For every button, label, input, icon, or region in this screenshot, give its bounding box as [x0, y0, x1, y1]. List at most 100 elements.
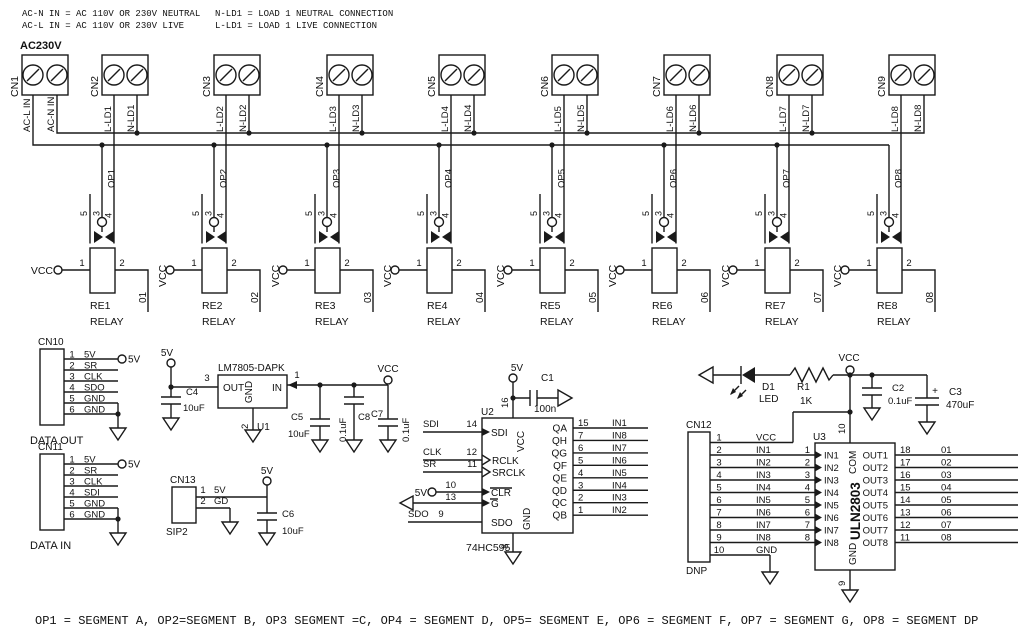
ic-body	[481, 417, 574, 534]
ac-voltage-label: AC230V	[20, 40, 62, 52]
regulator-body	[217, 374, 288, 409]
pin-number: 5	[866, 211, 876, 216]
pin-number: 3	[805, 470, 810, 481]
net-label: GND	[84, 405, 105, 416]
pin-number: 2	[569, 258, 574, 269]
pin-arrow	[815, 463, 822, 472]
net-label: 07	[813, 291, 824, 303]
pin-number: 5	[578, 455, 583, 466]
pin-number: 4	[891, 213, 901, 218]
contact-arrow	[892, 231, 901, 243]
pin-name: CLR	[491, 488, 511, 499]
wire	[902, 269, 936, 312]
net-label: SR	[84, 361, 97, 372]
pin-name: OUT8	[863, 538, 888, 549]
net-label: IN6	[756, 508, 771, 519]
net-label: IN5	[612, 468, 627, 479]
pin-arrow	[815, 476, 822, 484]
pin-number: 2	[200, 496, 205, 507]
capacitor-value: 0.1uF	[401, 418, 412, 442]
power-label: VCC	[838, 353, 859, 364]
net-label: IN2	[756, 458, 771, 469]
pin-number: 6	[69, 405, 74, 416]
connector-label: DATA IN	[30, 540, 71, 552]
note-line: AC-L IN = AC 110V OR 230V LIVE	[22, 21, 184, 31]
pin-number: 3	[578, 480, 583, 491]
clock-mark	[481, 466, 492, 478]
pin-number: 1	[866, 258, 871, 269]
gnd-symbol	[108, 427, 128, 442]
pin-number: 1	[529, 258, 534, 269]
net-label: L-LD5	[553, 106, 564, 132]
pin-number: 1	[716, 433, 721, 444]
net-label: CLK	[84, 372, 103, 383]
gnd-symbol	[344, 439, 364, 454]
power-flag	[117, 459, 127, 469]
screw-slot	[444, 68, 458, 82]
contact-arrow	[769, 231, 778, 243]
relay-ref: RE8	[877, 300, 898, 312]
connector-ref: CN1	[9, 76, 21, 97]
relay-part: RELAY	[765, 316, 799, 328]
pin-number: 6	[805, 508, 810, 519]
connector-ref: CN9	[876, 76, 888, 97]
pin-number: 5	[191, 211, 201, 216]
contact-arrow	[544, 231, 553, 243]
power-label: 5V	[261, 466, 274, 477]
capacitor-value: 0.1uF	[338, 418, 349, 442]
connector-ref: CN12	[686, 420, 712, 431]
net-label: IN3	[612, 493, 627, 504]
pin-number: 3	[716, 458, 721, 469]
net-label: IN1	[756, 445, 771, 456]
pin-number: 2	[69, 361, 74, 372]
pin-number: 5	[79, 211, 89, 216]
pin-number: 15	[900, 483, 911, 494]
connector-ref: CN4	[314, 76, 326, 97]
pin-number: 2	[119, 258, 124, 269]
net-label: GD	[214, 496, 228, 507]
pin-number: 4	[216, 213, 226, 218]
power-flag	[427, 487, 437, 497]
power-label: 5V	[128, 460, 141, 471]
pin-number: 4	[666, 213, 676, 218]
pin-number: 4	[805, 483, 810, 494]
net-label: AC-L IN	[22, 98, 33, 132]
gnd-symbol	[862, 407, 882, 422]
net-label: 06	[700, 291, 711, 303]
net-label: GND	[84, 394, 105, 405]
wire	[56, 95, 925, 134]
relay-coil	[764, 247, 791, 294]
pin-number: 2	[69, 466, 74, 477]
wire	[790, 269, 824, 312]
connector-ref: CN3	[201, 76, 213, 97]
screw-slot	[26, 68, 40, 82]
net-label: SDO	[84, 383, 105, 394]
power-flag	[383, 375, 393, 385]
contact-arrow	[206, 231, 215, 243]
pin-number: 12	[900, 520, 911, 531]
pin-arrow	[815, 451, 822, 459]
led-ref: D1	[762, 382, 775, 393]
pin-number: 7	[578, 430, 583, 441]
connector-ref: CN2	[89, 76, 101, 97]
pin-number: 11	[467, 459, 477, 470]
resistor-ref: R1	[797, 382, 810, 393]
net-label: VCC	[756, 433, 776, 444]
power-buses	[32, 95, 925, 148]
led-value: LED	[759, 394, 778, 405]
pin-number: 7	[716, 508, 721, 519]
net-label: N-LD6	[688, 105, 699, 132]
pin-name: RCLK	[492, 456, 519, 467]
gnd-symbol	[161, 417, 181, 432]
net-label: L-LD2	[215, 106, 226, 132]
pin-number: 3	[879, 211, 889, 216]
gnd-symbol	[257, 532, 277, 547]
pin-number: 2	[344, 258, 349, 269]
relay-ref: RE1	[90, 300, 111, 312]
pin-name: QD	[552, 486, 567, 497]
pin-arrow	[482, 488, 490, 496]
net-label: 5V	[84, 455, 96, 466]
